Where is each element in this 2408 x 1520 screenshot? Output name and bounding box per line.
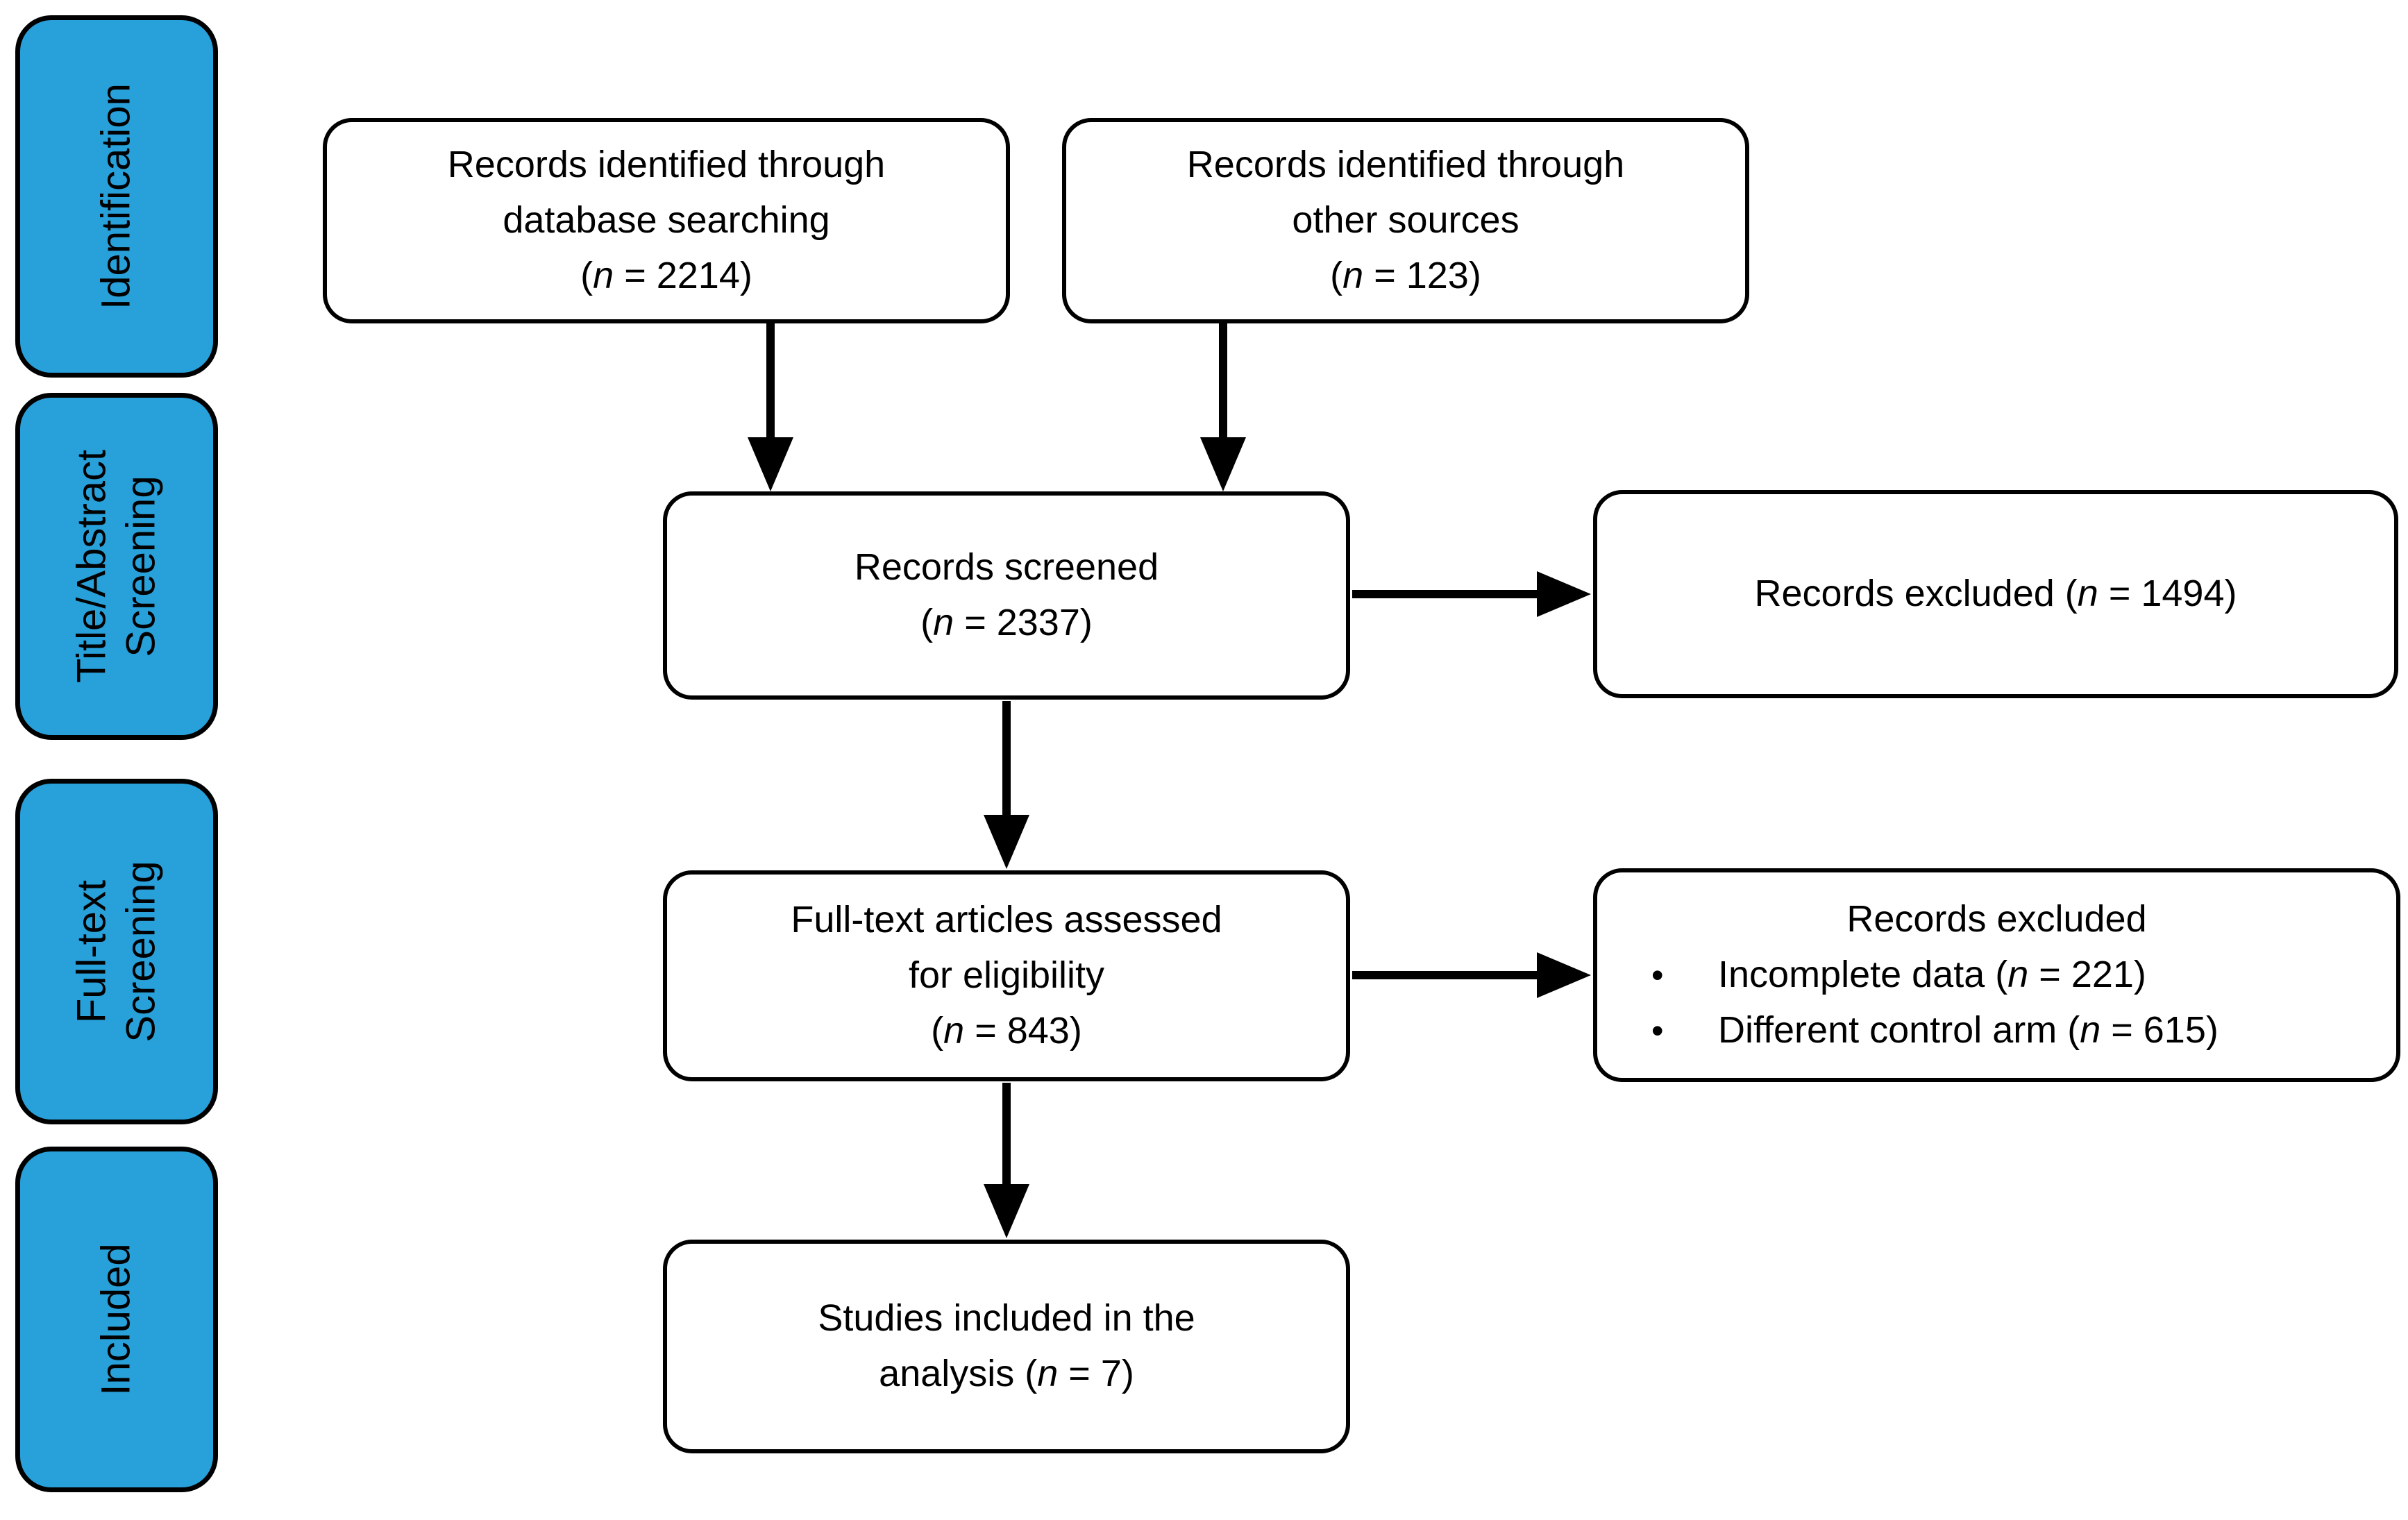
box-studies-included: Studies included in the analysis (n = 7)	[663, 1240, 1350, 1453]
stage-included: Included	[15, 1147, 218, 1492]
excluded-bullet-incomplete-data-text: Incomplete data (n = 221)	[1718, 954, 2146, 996]
box-fulltext-assessed-line2: for eligibility	[908, 954, 1105, 997]
arrow-shaft	[1352, 971, 1545, 979]
arrow-shaft	[1002, 1083, 1011, 1188]
box-records-excluded-fulltext: Records excluded • Incomplete data (n = …	[1593, 868, 2400, 1082]
box-fulltext-assessed: Full-text articles assessed for eligibil…	[663, 870, 1350, 1081]
box-records-screened-line1: Records screened	[854, 546, 1159, 589]
box-records-excluded-screening: Records excluded (n = 1494)	[1593, 490, 2398, 698]
box-records-excluded-fulltext-title: Records excluded	[1846, 898, 2147, 940]
excluded-bullet-different-control-arm: • Different control arm (n = 615)	[1597, 1003, 2396, 1058]
arrowhead-down-icon	[984, 1184, 1029, 1238]
arrowhead-down-icon	[984, 815, 1029, 869]
box-records-identified-other-line1: Records identified through	[1186, 144, 1625, 186]
arrowhead-down-icon	[748, 437, 793, 491]
box-records-identified-database-line1: Records identified through	[447, 144, 886, 186]
arrowhead-right-icon	[1537, 952, 1591, 998]
box-records-identified-database-line2: database searching	[503, 199, 830, 242]
arrow-shaft	[1002, 701, 1011, 819]
excluded-bullet-incomplete-data: • Incomplete data (n = 221)	[1597, 947, 2396, 1003]
stage-fulltext-screening-label: Full-text Screening	[69, 861, 163, 1042]
stage-title-abstract-screening: Title/Abstract Screening	[15, 393, 218, 740]
box-fulltext-assessed-count: (n = 843)	[931, 1009, 1082, 1052]
excluded-bullet-different-control-arm-text: Different control arm (n = 615)	[1718, 1008, 2218, 1051]
bullet-icon: •	[1651, 1011, 1664, 1050]
bullet-icon: •	[1651, 956, 1664, 995]
arrowhead-down-icon	[1200, 437, 1246, 491]
stage-fulltext-screening: Full-text Screening	[15, 779, 218, 1124]
box-records-identified-database: Records identified through database sear…	[323, 118, 1010, 323]
box-studies-included-line2: analysis (n = 7)	[879, 1353, 1134, 1394]
arrow-shaft	[1352, 590, 1545, 598]
stage-identification: Identification	[15, 15, 218, 378]
box-records-identified-other-sources: Records identified through other sources…	[1062, 118, 1749, 323]
box-records-identified-database-count: (n = 2214)	[580, 254, 752, 296]
box-records-excluded-screening-text: Records excluded (n = 1494)	[1754, 573, 2237, 615]
box-fulltext-assessed-line1: Full-text articles assessed	[791, 899, 1222, 941]
box-records-identified-other-line2: other sources	[1292, 199, 1519, 242]
box-records-screened-count: (n = 2337)	[920, 602, 1093, 643]
arrow-shaft	[1219, 323, 1227, 440]
arrow-shaft	[766, 323, 775, 440]
box-records-identified-other-count: (n = 123)	[1330, 254, 1481, 296]
stage-title-abstract-screening-label: Title/Abstract Screening	[69, 449, 163, 684]
stage-included-label: Included	[93, 1243, 139, 1396]
box-studies-included-line1: Studies included in the	[818, 1297, 1195, 1340]
stage-identification-label: Identification	[93, 83, 139, 310]
arrowhead-right-icon	[1537, 571, 1591, 617]
box-records-screened: Records screened (n = 2337)	[663, 491, 1350, 700]
